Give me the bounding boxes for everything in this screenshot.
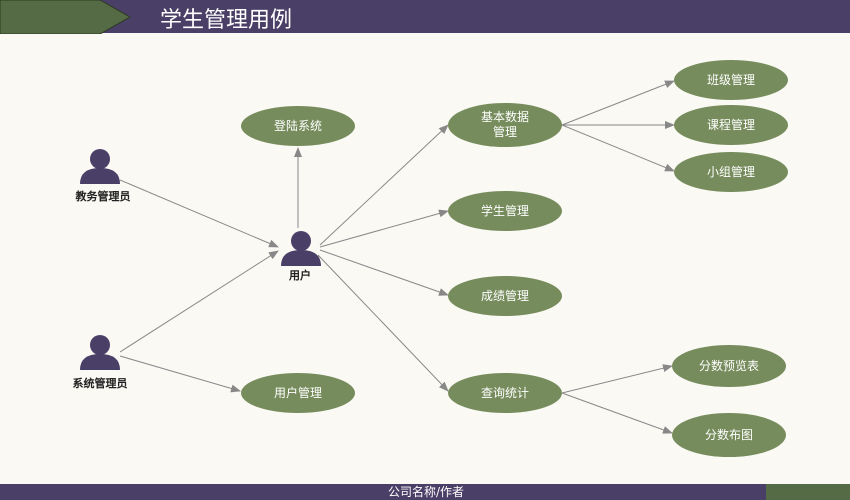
label-basic-data-2: 管理 xyxy=(493,124,517,139)
actor-icon-user xyxy=(281,231,321,266)
page-title: 学生管理用例 xyxy=(160,8,293,33)
usecase-basic-data[interactable] xyxy=(448,103,562,147)
edge-user-query xyxy=(317,254,449,392)
header-bar xyxy=(0,0,850,33)
edge-query-dist xyxy=(561,392,673,434)
label-query-stats: 查询统计 xyxy=(481,386,529,400)
usecase-student-mgmt[interactable] xyxy=(448,191,562,231)
actor-system-admin: 系统管理员 xyxy=(73,376,128,390)
usecase-score-mgmt[interactable] xyxy=(448,276,562,316)
label-class-mgmt: 班级管理 xyxy=(707,72,755,87)
actor-user: 用户 xyxy=(289,268,311,282)
label-basic-data-1: 基本数据 xyxy=(481,109,529,124)
edge-basic-group xyxy=(561,124,675,172)
usecase-course-mgmt[interactable] xyxy=(674,105,788,145)
edge-system-user xyxy=(119,250,279,353)
header-arrow xyxy=(0,0,132,34)
label-user-mgmt: 用户管理 xyxy=(274,385,322,400)
edge-basic-class xyxy=(561,80,675,126)
edges xyxy=(119,80,675,434)
edge-query-preview xyxy=(561,364,673,394)
edge-user-student xyxy=(319,209,449,248)
label-course-mgmt: 课程管理 xyxy=(707,117,755,132)
label-score-mgmt: 成绩管理 xyxy=(481,288,529,303)
actor-icon-system xyxy=(80,335,120,370)
edge-user-basic xyxy=(319,124,449,246)
usecase-score-preview[interactable] xyxy=(672,345,786,387)
label-login: 登陆系统 xyxy=(274,118,322,133)
usecase-login[interactable] xyxy=(241,106,355,146)
usecase-query-stats[interactable] xyxy=(448,373,562,413)
edge-user-score xyxy=(319,249,449,296)
usecase-user-mgmt[interactable] xyxy=(241,373,355,413)
label-score-preview: 分数预览表 xyxy=(699,358,759,373)
actor-icon-academic xyxy=(80,149,120,184)
edge-system-usermgmt xyxy=(119,355,241,393)
footer-accent xyxy=(766,484,850,500)
actor-academic-admin: 教务管理员 xyxy=(75,189,131,203)
label-group-mgmt: 小组管理 xyxy=(707,164,755,179)
footer-bar xyxy=(0,484,850,500)
edge-academic-user xyxy=(119,179,279,248)
label-score-dist: 分数布图 xyxy=(705,427,753,442)
label-student-mgmt: 学生管理 xyxy=(481,203,529,218)
usecase-group-mgmt[interactable] xyxy=(674,152,788,192)
usecase-class-mgmt[interactable] xyxy=(674,60,788,100)
usecase-score-dist[interactable] xyxy=(672,413,786,457)
footer-author: 公司名称/作者 xyxy=(388,485,465,499)
